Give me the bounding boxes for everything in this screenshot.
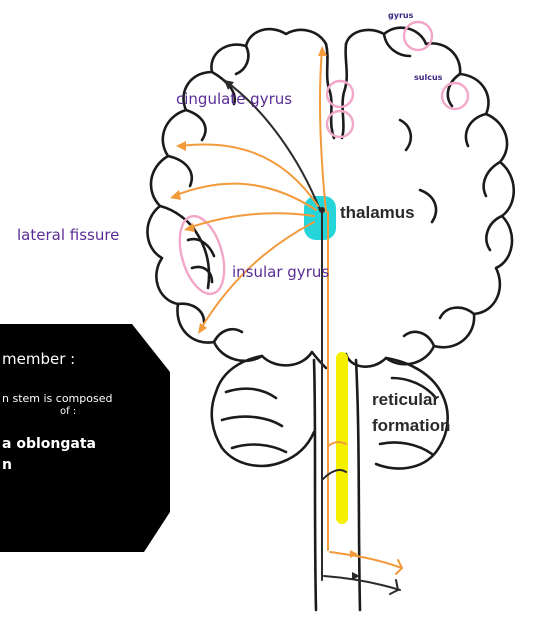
- orange-tract-branch-1: [180, 144, 318, 206]
- orange-tract-branch-2: [174, 184, 316, 210]
- cerebellum-left: [212, 356, 314, 466]
- note-line-4: a oblongata: [2, 436, 96, 452]
- brainstem-left-edge: [314, 360, 316, 610]
- right-sulcus-8: [400, 120, 411, 150]
- thalamus-highlight: [304, 196, 336, 240]
- right-sulcus-5: [486, 216, 502, 250]
- insula-fold-1: [188, 239, 214, 256]
- label-sulcus-small: sulcus: [414, 73, 443, 82]
- brainstem-right-edge: [356, 360, 360, 610]
- cerebellum-left-fold-1: [226, 389, 276, 398]
- right-sulcus-3: [466, 114, 486, 146]
- cerebellum-right-fold-2: [380, 442, 432, 454]
- label-thalamus: thalamus: [340, 203, 415, 222]
- label-formation: formation: [372, 416, 450, 435]
- pink-circle-gyrus: [404, 22, 432, 50]
- note-line-2: n stem is composed: [2, 392, 112, 405]
- left-sulcus-5: [178, 304, 204, 322]
- dark-tract-lower: [324, 576, 400, 590]
- pink-circle-sulcus: [442, 83, 468, 109]
- left-sulcus-1: [236, 46, 248, 74]
- right-sulcus-7: [404, 332, 434, 346]
- pink-circle-markers: [172, 22, 468, 299]
- orange-tract-branch-3: [188, 213, 314, 228]
- right-sulcus-6: [440, 308, 474, 318]
- note-line-1: member :: [2, 350, 75, 368]
- note-line-5: n: [2, 457, 12, 473]
- note-line-3: of :: [60, 406, 76, 417]
- reticular-formation-highlight: [336, 352, 348, 524]
- label-lateral-fissure: lateral fissure: [17, 226, 119, 244]
- cerebellum-left-fold-2: [222, 417, 282, 426]
- thalamus-node: [319, 207, 325, 213]
- label-gyrus-small: gyrus: [388, 11, 414, 20]
- cerebellum-right: [376, 358, 448, 468]
- right-sulcus-4: [484, 162, 500, 196]
- left-sulcus-6: [214, 329, 242, 342]
- label-reticular: reticular: [372, 390, 439, 409]
- orange-tract-to-top: [320, 50, 326, 212]
- orange-tract-lower: [330, 552, 402, 568]
- right-midline: [342, 44, 347, 138]
- right-sulcus-2: [448, 74, 460, 106]
- cerebellum-left-fold-3: [232, 445, 286, 452]
- orange-arrowhead-2: [170, 190, 181, 200]
- orange-arrowhead-1: [176, 141, 186, 151]
- right-sulcus-9: [420, 190, 436, 222]
- label-insular-gyrus: insular gyrus: [232, 263, 329, 281]
- note-board: member : n stem is composed of : a oblon…: [0, 324, 170, 552]
- label-cingulate-gyrus: cingulate gyrus: [176, 90, 292, 108]
- left-sulcus-4: [168, 156, 192, 186]
- left-sulcus-3: [186, 110, 205, 140]
